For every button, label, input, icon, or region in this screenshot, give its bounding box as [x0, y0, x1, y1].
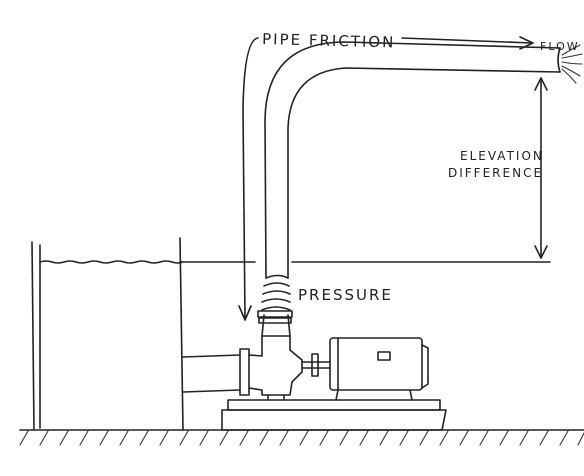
pump-shaft [301, 353, 331, 377]
pipe-friction-label: PIPE FRICTION [262, 30, 396, 51]
motor [329, 337, 429, 401]
discharge-pipe [261, 41, 583, 311]
outflow-spray [561, 44, 583, 84]
friction-arrow [238, 37, 259, 321]
pump [248, 310, 303, 401]
water-surface [39, 260, 183, 264]
flow-label: FLOW [540, 40, 580, 53]
supply-tank [31, 237, 184, 431]
flex-coupling [261, 274, 291, 311]
suction-pipe [182, 348, 250, 396]
flow-arrow [401, 36, 534, 50]
elevation-label: ELEVATION [460, 149, 544, 163]
difference-label: DIFFERENCE [448, 166, 543, 180]
pressure-label: PRESSURE [298, 286, 393, 304]
ground [19, 429, 584, 446]
base-plate [221, 399, 447, 431]
elevation-dimension [534, 77, 548, 259]
